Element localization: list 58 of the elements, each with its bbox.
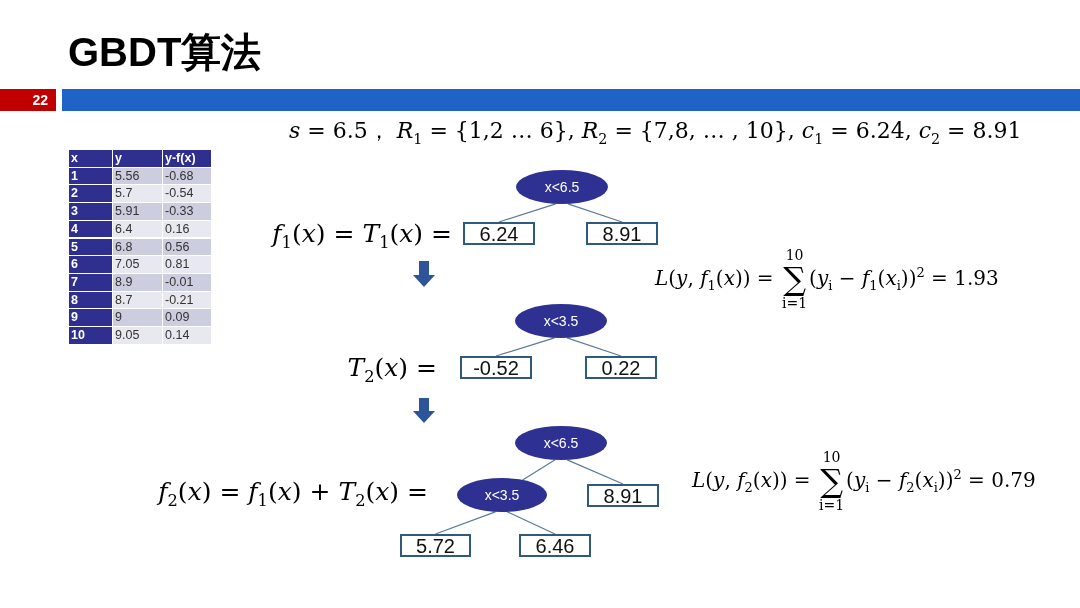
table-cell: 0.14 bbox=[163, 327, 211, 344]
table-cell: 8.7 bbox=[113, 291, 162, 309]
table-cell: 0.09 bbox=[163, 309, 211, 326]
formula: f$_{2}$(x) = f$_{1}$(x) + T$_{2}$(x) = bbox=[158, 476, 428, 508]
split-ellipse: x<6.5 bbox=[516, 170, 608, 204]
row-header-cell: 2 bbox=[69, 185, 112, 203]
branch-line bbox=[566, 459, 624, 485]
table-cell: 8.9 bbox=[113, 273, 162, 291]
split-ellipse: x<3.5 bbox=[457, 478, 547, 512]
leaf-box: 8.91 bbox=[587, 484, 659, 507]
table-cell: 7.05 bbox=[113, 256, 162, 273]
table-cell: -0.68 bbox=[163, 167, 211, 185]
formula: f$_{1}$(x) = T$_{1}$(x) = bbox=[272, 218, 452, 250]
header-cell: y bbox=[113, 150, 162, 167]
leaf-box: 8.91 bbox=[586, 222, 658, 245]
branch-line bbox=[567, 203, 623, 223]
row-header-cell: 8 bbox=[69, 291, 112, 309]
header-cell: x bbox=[69, 150, 112, 167]
table-cell: 6.4 bbox=[113, 220, 162, 238]
slide-title: GBDT算法 bbox=[68, 29, 262, 75]
table-cell: 5.56 bbox=[113, 167, 162, 185]
formula: s = 6.5， R$_{1}$ = {1,2 … 6}, R$_{2}$ = {7,8, … , 10}, c$_{1}$ = 6.24, c$_{2}$ = 8.91 bbox=[289, 117, 1022, 145]
table-cell: -0.21 bbox=[163, 291, 211, 309]
formula: T$_{2}$(x) = bbox=[347, 352, 437, 384]
branch-line bbox=[522, 459, 556, 481]
row-header-cell: 3 bbox=[69, 203, 112, 220]
leaf-box: 6.46 bbox=[519, 534, 591, 557]
table-cell: -0.01 bbox=[163, 273, 211, 291]
table-cell: 9 bbox=[113, 309, 162, 326]
branch-line bbox=[506, 511, 556, 535]
row-header-cell: 10 bbox=[69, 327, 112, 344]
leaf-box: 5.72 bbox=[400, 534, 471, 557]
table-cell: 0.56 bbox=[163, 238, 211, 256]
split-ellipse: x<3.5 bbox=[515, 304, 607, 338]
branch-line bbox=[495, 337, 556, 357]
split-ellipse: x<6.5 bbox=[515, 426, 607, 460]
table-cell: 9.05 bbox=[113, 327, 162, 344]
table-cell: -0.54 bbox=[163, 185, 211, 203]
page-number: 22 bbox=[0, 89, 56, 111]
row-header-cell: 1 bbox=[69, 167, 112, 185]
row-header-cell: 9 bbox=[69, 309, 112, 326]
branch-line bbox=[498, 203, 557, 223]
table-cell: -0.33 bbox=[163, 203, 211, 220]
row-header-cell: 4 bbox=[69, 220, 112, 238]
leaf-box: -0.52 bbox=[460, 356, 532, 379]
header-cell: y-f(x) bbox=[163, 150, 211, 167]
table-cell: 5.91 bbox=[113, 203, 162, 220]
leaf-box: 6.24 bbox=[463, 222, 535, 245]
branch-line bbox=[434, 511, 496, 535]
leaf-box: 0.22 bbox=[585, 356, 657, 379]
row-header-cell: 7 bbox=[69, 273, 112, 291]
table-cell: 5.7 bbox=[113, 185, 162, 203]
table-cell: 0.81 bbox=[163, 256, 211, 273]
branch-line bbox=[566, 337, 622, 357]
table-cell: 6.8 bbox=[113, 238, 162, 256]
table-cell: 0.16 bbox=[163, 220, 211, 238]
row-header-cell: 6 bbox=[69, 256, 112, 273]
row-header-cell: 5 bbox=[69, 238, 112, 256]
